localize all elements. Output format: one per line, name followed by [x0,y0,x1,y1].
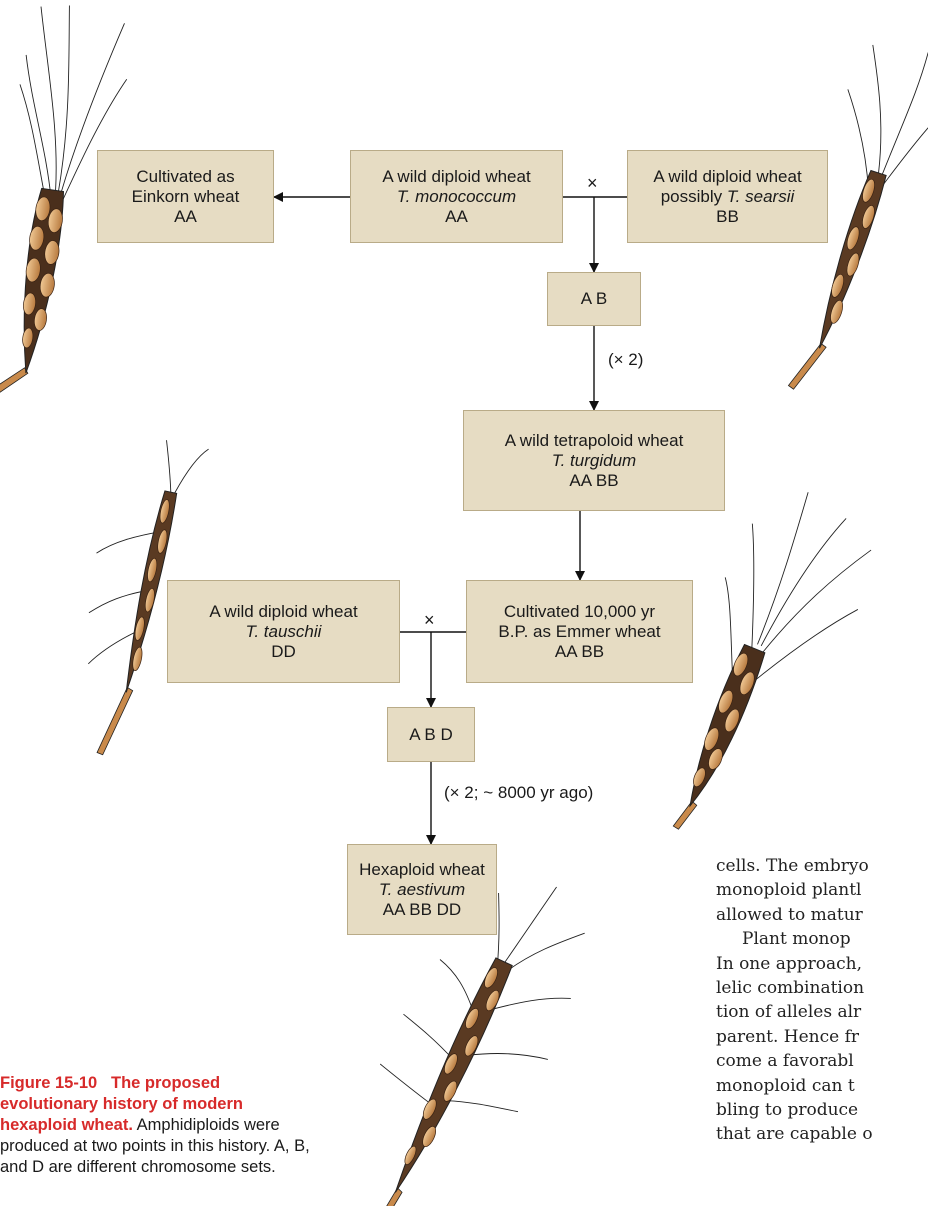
wheat-einkorn-illustration [0,5,128,399]
body-line: monoploid plantl [716,880,862,901]
monococcum-species: T. monococcum [396,186,517,206]
wheat-emmer-illustration [672,492,872,830]
einkorn-line1: Cultivated as [136,166,235,186]
tauschii-genome: DD [271,641,296,661]
wheat-aestivum-illustration [376,886,585,1206]
connectors [273,192,627,845]
body-text-column: cells. The embryo monoploid plantl allow… [716,854,928,1206]
body-line: tion of alleles alr [716,1002,862,1023]
monococcum-genome: AA [445,206,468,226]
body-line: monoploid can t [716,1075,855,1096]
turgidum-line1: A wild tetrapoloid wheat [504,430,684,450]
ab-genome: A B [580,289,608,308]
aestivum-species: T. aestivum [378,879,466,899]
abd-genome: A B D [409,724,453,744]
ab-box: A B [547,272,641,326]
figure-number: Figure 15-10 [0,1074,98,1092]
aestivum-line1: Hexaploid wheat [359,859,485,879]
emmer-line1: Cultivated 10,000 yr [503,601,656,621]
emmer-line2: B.P. as Emmer wheat [498,621,661,641]
turgidum-species: T. turgidum [551,450,637,470]
tauschii-line1: A wild diploid wheat [209,601,358,621]
body-line: that are capable o [716,1124,873,1145]
einkorn-box: Cultivated as Einkorn wheat AA [97,150,274,243]
monococcum-line1: A wild diploid wheat [382,166,531,186]
searsii-line1: A wild diploid wheat [653,166,802,186]
monococcum-box: A wild diploid wheat T. monococcum AA [350,150,563,243]
tauschii-species: T. tauschii [245,621,322,641]
turgidum-box: A wild tetrapoloid wheat T. turgidum AA … [463,410,725,511]
figure-caption: Figure 15-10 The proposed evolutionary h… [0,1073,320,1206]
aestivum-box: Hexaploid wheat T. aestivum AA BB DD [347,844,497,935]
einkorn-line2: Einkorn wheat [131,186,240,206]
einkorn-genome: AA [174,206,197,226]
body-line: lelic combination [716,978,865,999]
body-line: parent. Hence fr [716,1026,860,1047]
searsii-box: A wild diploid wheat possibly T. searsii… [627,150,828,243]
cross-symbol-bottom: × [424,610,435,630]
tauschii-box: A wild diploid wheat T. tauschii DD [167,580,400,683]
figure-title: The proposed evolutionary history of mod… [0,1074,243,1134]
wheat-tauschii-illustration [87,440,209,756]
searsii-species: T. searsii [726,186,795,206]
searsii-line2: possibly T. searsii [661,187,795,207]
abd-box: A B D [387,707,475,762]
cross-symbol-top: × [587,173,598,193]
turgidum-genome: AA BB [569,470,619,490]
body-line: allowed to matur [716,904,863,925]
doubling-label-1: (× 2) [608,350,644,369]
figure-description: Amphidiploids were produced at two point… [0,1116,310,1176]
doubling-label-2: (× 2; ~ 8000 yr ago) [444,783,594,802]
body-line: bling to produce [716,1100,859,1121]
searsii-possibly: possibly [660,186,727,206]
emmer-box: Cultivated 10,000 yr B.P. as Emmer wheat… [466,580,693,683]
aestivum-genome: AA BB DD [382,899,462,919]
searsii-genome: BB [716,206,739,226]
body-line: come a favorabl [716,1051,854,1072]
body-line: In one approach, [716,953,862,974]
emmer-genome: AA BB [554,641,605,661]
body-line: cells. The embryo [716,856,869,876]
body-line: Plant monop [742,929,851,950]
